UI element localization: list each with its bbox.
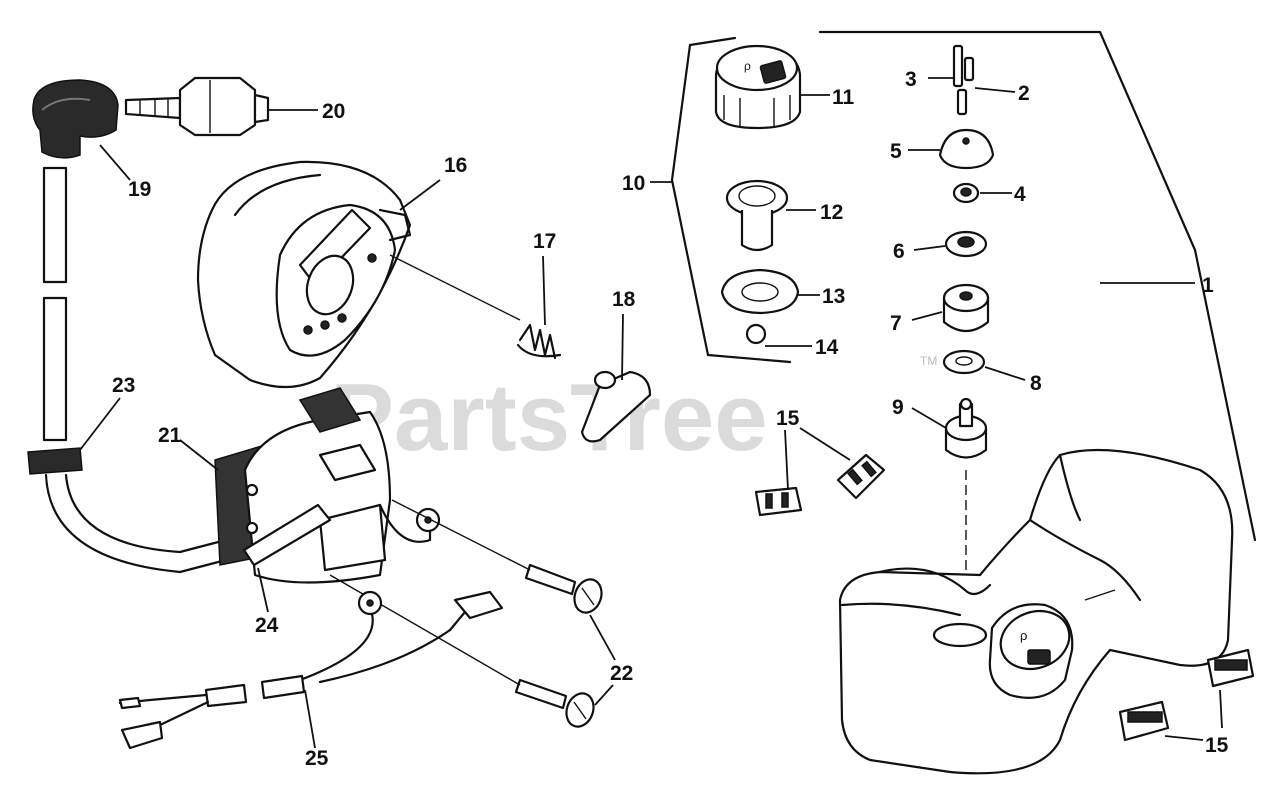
callout-22: 22 (610, 662, 633, 685)
coil-screw-upper[interactable] (524, 563, 606, 616)
screw-axis-lower (329, 574, 521, 686)
callout-14: 14 (815, 336, 839, 359)
callout-3: 3 (905, 68, 917, 91)
mount-clip-a[interactable] (754, 486, 803, 517)
ignition-lead[interactable] (42, 166, 68, 442)
callout-1: 1 (1202, 274, 1214, 297)
callout-12: 12 (820, 201, 843, 224)
callout-15-lower: 15 (1205, 734, 1229, 757)
wire-grommet[interactable] (27, 447, 83, 475)
callout-6: 6 (893, 240, 905, 263)
check-ball[interactable] (745, 323, 767, 345)
callout-23: 23 (112, 374, 135, 397)
callout-15-upper: 15 (776, 407, 800, 430)
callout-2: 2 (1018, 82, 1030, 105)
small-washer[interactable] (952, 182, 980, 204)
starter-spring[interactable] (516, 323, 562, 360)
tank-assembly-bracket (818, 30, 1257, 542)
flywheel-axis (389, 254, 521, 321)
coil-lead-inner (64, 473, 247, 554)
cap-insert[interactable] (725, 179, 789, 252)
watermark-text: PartsTree (330, 364, 768, 471)
callout-9: 9 (892, 396, 904, 419)
callout-16: 16 (444, 154, 467, 177)
fuel-cap[interactable]: ρ (714, 44, 802, 130)
vent-pins[interactable] (952, 44, 975, 116)
callout-13: 13 (822, 285, 845, 308)
coil-lead-outer (44, 473, 247, 574)
callout-8: 8 (1030, 372, 1042, 395)
ignition-coil[interactable] (214, 387, 392, 584)
fuel-seal[interactable] (944, 230, 988, 258)
callout-25: 25 (305, 747, 329, 770)
leader-lines (79, 77, 1223, 749)
screw-axis-upper (391, 499, 531, 571)
callout-10: 10 (622, 172, 645, 195)
callout-20: 20 (322, 100, 345, 123)
flywheel[interactable] (196, 160, 412, 389)
fuel-tank[interactable]: ρ (838, 448, 1234, 775)
cap-assembly-bracket (670, 36, 792, 364)
mount-clip-d[interactable] (1206, 648, 1255, 688)
callout-7: 7 (890, 312, 902, 335)
callout-21: 21 (158, 424, 182, 447)
ground-terminal[interactable] (378, 503, 441, 543)
callout-11: 11 (832, 86, 855, 109)
callout-18: 18 (612, 288, 636, 311)
fuel-filter[interactable] (942, 283, 990, 333)
coil-screw-lower[interactable] (514, 678, 598, 730)
mount-clip-b[interactable] (836, 453, 886, 500)
callout-19: 19 (128, 178, 151, 201)
cap-vent-mark: ρ (744, 59, 751, 73)
callout-labels: 1 2 3 4 5 6 7 8 9 10 11 12 13 14 15 15 1… (112, 68, 1229, 770)
tank-cap-mark: ρ (1020, 628, 1027, 643)
callout-4: 4 (1014, 183, 1026, 206)
tank-grommet[interactable] (938, 128, 995, 170)
callout-5: 5 (890, 140, 902, 163)
callout-17: 17 (533, 230, 556, 253)
fuel-pickup[interactable] (944, 397, 988, 459)
spark-plug[interactable] (124, 76, 270, 137)
spark-plug-boot[interactable] (32, 79, 119, 159)
stop-switch-harness[interactable] (118, 590, 504, 750)
filter-washer[interactable] (942, 349, 986, 375)
callout-24: 24 (255, 614, 279, 637)
watermark-trademark: TM (920, 354, 937, 368)
starter-pawl[interactable] (580, 370, 652, 443)
cap-gasket[interactable] (720, 268, 800, 315)
mount-clip-c[interactable] (1118, 700, 1170, 742)
